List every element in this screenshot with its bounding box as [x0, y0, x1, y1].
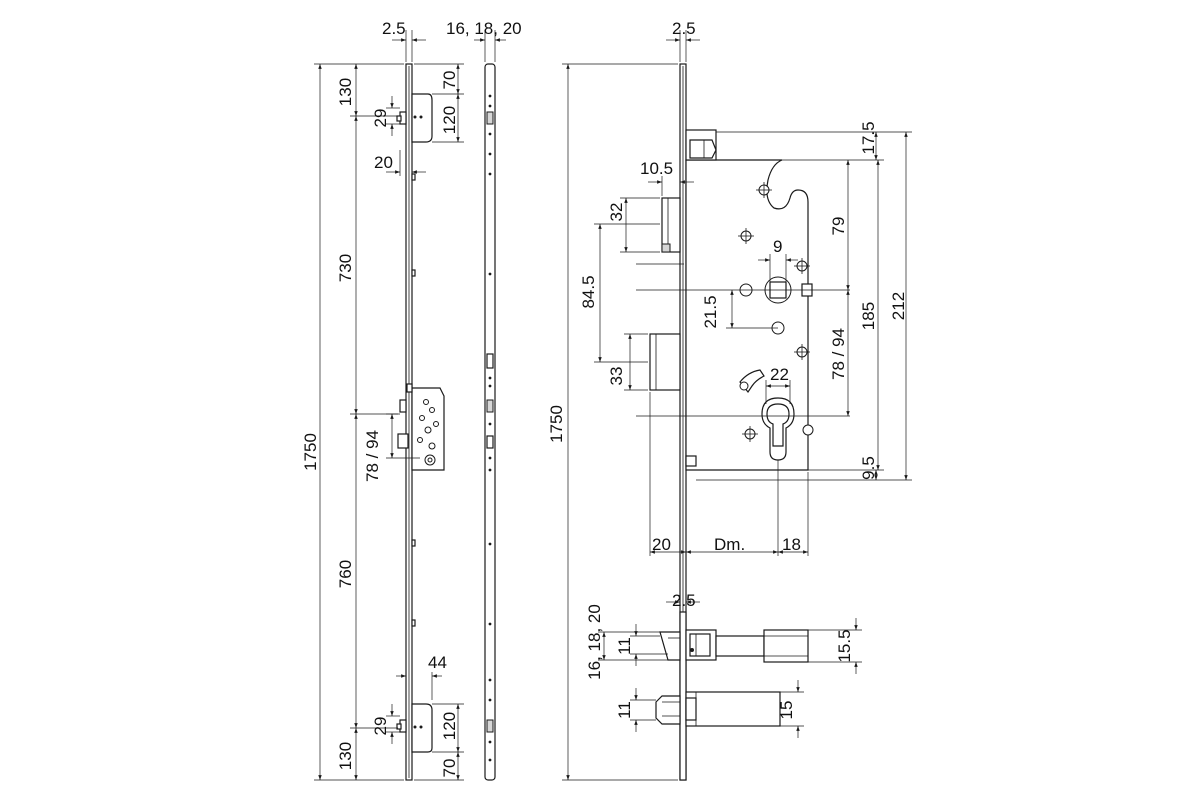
- bolt-detail-length-label: 15: [777, 701, 796, 720]
- front-total-length-label: 1750: [301, 433, 320, 471]
- front-lower-segment-label: 760: [336, 560, 355, 588]
- front-bottom-height-b-label: 70: [440, 759, 459, 778]
- backset-label: Dm.: [714, 535, 745, 554]
- latch-to-bolt-label: 84.5: [579, 275, 598, 308]
- lock-case-view: 2.5 1750 10.5 32 84.5 33 21.5 9 22 17.5 …: [547, 19, 912, 781]
- lock-case-outline: [685, 159, 809, 471]
- front-top-keeper-offset-label: 29: [371, 109, 390, 128]
- latch-bolt: [661, 197, 681, 253]
- bolt-detail-height-label: 11: [615, 701, 634, 719]
- bottom-hook: [396, 703, 433, 753]
- faceplate-to-case-label: 20: [652, 535, 671, 554]
- latch-detail-widths-label: 16, 18, 20: [585, 604, 604, 680]
- front-upper-segment-label: 730: [336, 254, 355, 282]
- case-height-label: 185: [859, 302, 878, 330]
- front-top-segment-label: 130: [336, 78, 355, 106]
- latch-offset-label: 10.5: [640, 159, 673, 178]
- front-bottom-segment-label: 130: [336, 742, 355, 770]
- spindle-offset-label: 21.5: [701, 295, 720, 328]
- deadbolt: [649, 333, 681, 391]
- cylinder-width-label: 22: [770, 365, 789, 384]
- latch-detail-height-label: 11: [615, 637, 634, 655]
- latch-detail: 2.5 16, 18, 20 11 15.5: [585, 591, 862, 781]
- strip-tabs: [411, 173, 416, 627]
- bolt-detail: 11 15: [615, 680, 804, 738]
- top-offset-label: 17.5: [859, 121, 878, 154]
- bolt-detail-dimensions: [630, 680, 804, 738]
- latch-detail-length-label: 15.5: [835, 629, 854, 662]
- cylinder-to-back-label: 18: [782, 535, 801, 554]
- latch-height-label: 32: [607, 203, 626, 222]
- overall-height-label: 212: [889, 292, 908, 320]
- front-bolt-offset-label: 20: [374, 153, 393, 172]
- lock-case-dimensions: [562, 30, 912, 781]
- case-center-distance-label: 78 / 94: [829, 328, 848, 380]
- front-bottom-keeper-offset-label: 29: [371, 717, 390, 736]
- side-slots: [486, 94, 494, 762]
- case-total-length-label: 1750: [547, 405, 566, 443]
- latch-detail-thickness-label: 2.5: [672, 591, 696, 610]
- bolt-height-label: 33: [607, 367, 626, 386]
- front-center-distance-label: 78 / 94: [363, 430, 382, 482]
- front-lock-body: [397, 383, 445, 471]
- faceplate-strip: [405, 63, 413, 781]
- latch-detail-bolt: [659, 629, 809, 663]
- top-latch: [685, 129, 717, 161]
- front-bottom-height-a-label: 120: [440, 712, 459, 740]
- side-widths-label: 16, 18, 20: [446, 19, 522, 38]
- latch-detail-dimensions: [598, 594, 862, 674]
- front-thickness-label: 2.5: [382, 19, 406, 38]
- side-view: 16, 18, 20: [446, 19, 522, 781]
- top-hook: [396, 93, 433, 143]
- height-to-spindle-label: 79: [829, 217, 848, 236]
- bolt-detail-bolt: [655, 691, 781, 727]
- front-bottom-width-label: 44: [428, 653, 447, 672]
- front-dimensions: [314, 30, 464, 781]
- front-top-height-b-label: 120: [440, 106, 459, 134]
- case-thickness-label: 2.5: [672, 19, 696, 38]
- spindle-size-label: 9: [773, 237, 782, 256]
- front-top-height-a-label: 70: [440, 71, 459, 90]
- front-view: 2.5 1750 130 730 760 130 29 20 70 120 78…: [301, 19, 464, 781]
- bottom-offset-label: 9.5: [859, 456, 878, 480]
